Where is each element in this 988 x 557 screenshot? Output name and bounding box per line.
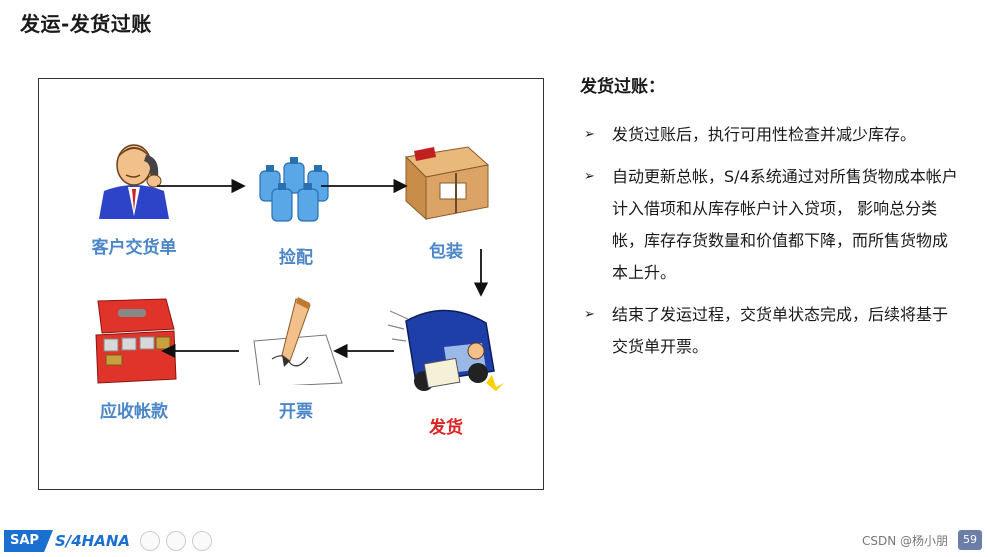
arrow-bullet-icon: ➢ [584, 169, 595, 184]
process-flow-diagram: 客户交货单 捡配 包装 [38, 78, 544, 490]
bullet-item: ➢ 结束了发运过程，交货单状态完成，后续将基于交货单开票。 [580, 299, 960, 363]
bullet-text: 自动更新总帐，S/4系统通过对所售货物成本帐户计入借项和从库存帐户计入贷项， 影… [612, 167, 958, 282]
step-label-shipping: 发货 [429, 418, 463, 438]
step-label-customer-delivery: 客户交货单 [91, 238, 177, 258]
nav-dot[interactable] [140, 531, 160, 551]
step-label-invoicing: 开票 [279, 402, 313, 422]
slide-title: 发运-发货过账 [20, 12, 152, 36]
bullet-text: 结束了发运过程，交货单状态完成，后续将基于交货单开票。 [612, 305, 949, 356]
sap-badge: SAP [4, 530, 53, 552]
package-box-icon [404, 146, 490, 221]
nav-dot[interactable] [166, 531, 186, 551]
cash-box-icon [95, 298, 177, 384]
step-receivables: 应收帐款 [69, 295, 199, 422]
nav-dots [140, 531, 212, 551]
csdn-watermark: CSDN @杨小朋 [861, 534, 948, 548]
step-customer-delivery: 客户交货单 [69, 131, 199, 258]
step-label-receivables: 应收帐款 [100, 402, 168, 422]
step-label-packing: 包装 [429, 242, 463, 262]
arrow-bullet-icon: ➢ [584, 127, 595, 142]
bullet-item: ➢ 发货过账后，执行可用性检查并减少库存。 [580, 119, 960, 151]
flow-arrows [157, 178, 489, 359]
pen-invoice-icon [253, 297, 343, 388]
sap-logo: SAP S/4HANA [4, 530, 212, 552]
step-label-picking: 捡配 [279, 248, 313, 268]
step-shipping: 发货 [381, 291, 511, 438]
step-invoicing: 开票 [231, 295, 361, 422]
bottles-icon [259, 157, 329, 222]
goods-issue-panel: 发货过账： ➢ 发货过账后，执行可用性检查并减少库存。 ➢ 自动更新总帐，S/4… [580, 72, 960, 373]
step-picking: 捡配 [231, 141, 361, 268]
bullet-text: 发货过账后，执行可用性检查并减少库存。 [612, 125, 917, 144]
product-name: S/4HANA [54, 532, 130, 550]
page-number: 59 [958, 530, 982, 550]
nav-dot[interactable] [192, 531, 212, 551]
customer-phone-icon [99, 144, 169, 219]
delivery-truck-icon [387, 309, 504, 391]
step-packing: 包装 [381, 135, 511, 262]
bullet-item: ➢ 自动更新总帐，S/4系统通过对所售货物成本帐户计入借项和从库存帐户计入贷项，… [580, 161, 960, 289]
panel-heading: 发货过账： [580, 77, 665, 97]
arrow-bullet-icon: ➢ [584, 307, 595, 322]
